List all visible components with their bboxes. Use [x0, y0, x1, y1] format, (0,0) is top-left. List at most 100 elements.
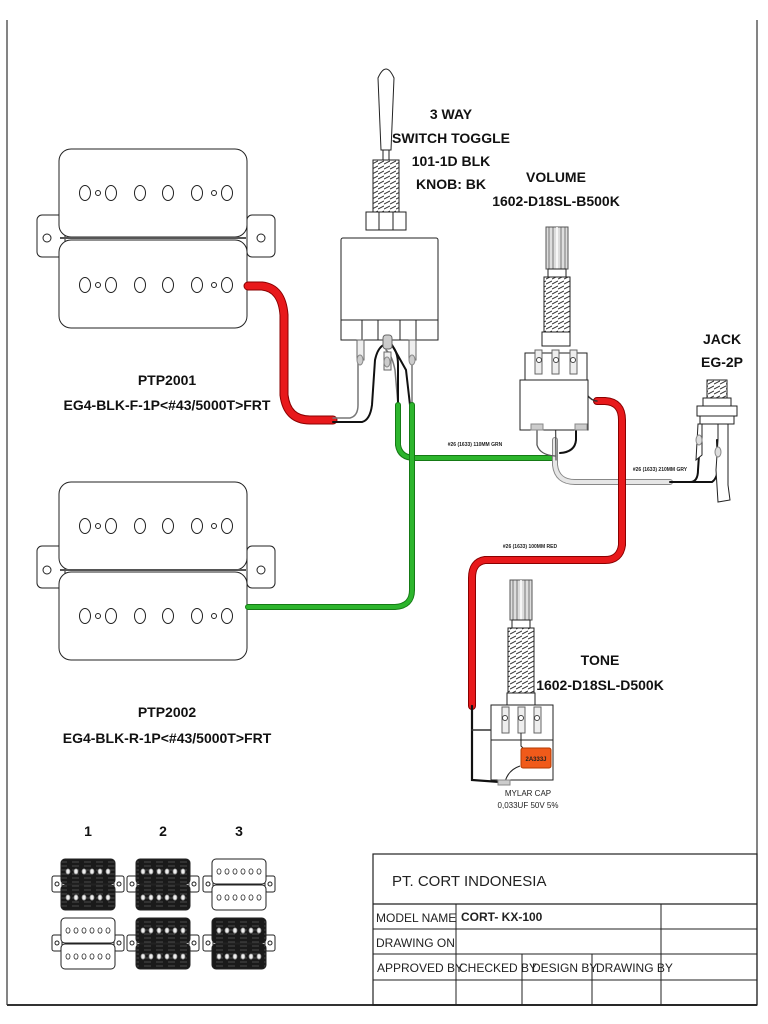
pole-piece — [221, 185, 233, 201]
black-bobbin — [135, 858, 191, 885]
switch-label-line-1: 3 WAY — [430, 106, 473, 122]
pole-piece — [134, 518, 146, 534]
white-bobbin — [211, 884, 267, 911]
mini-pole-piece — [89, 894, 95, 901]
title-block — [372, 853, 758, 1006]
black-bobbin — [135, 943, 191, 970]
mini-pole-piece — [216, 953, 222, 960]
mini-pole-piece — [248, 868, 254, 875]
mini-pole-piece — [140, 927, 146, 934]
mini-humbucker — [51, 858, 125, 911]
pole-piece — [191, 518, 203, 534]
mini-humbucker — [126, 858, 200, 911]
pole-piece — [191, 185, 203, 201]
mini-pole-piece — [232, 868, 238, 875]
black-bobbin — [135, 884, 191, 911]
pole-piece — [221, 518, 233, 534]
mini-pole-piece — [148, 868, 154, 875]
mini-pole-piece — [164, 868, 170, 875]
checked-by-label: CHECKED BY — [459, 961, 537, 975]
option-label-2: 2 — [159, 823, 167, 839]
mini-pole-piece — [216, 927, 222, 934]
volume-title: VOLUME — [526, 169, 586, 185]
black-bobbin — [211, 943, 267, 970]
mini-pole-piece — [81, 868, 87, 875]
mini-pole-piece — [65, 868, 71, 875]
mini-pole-piece — [248, 953, 254, 960]
drawing-on-label: DRAWING ON — [376, 936, 455, 950]
mini-pole-piece — [180, 927, 186, 934]
mini-pole-piece — [105, 894, 111, 901]
mini-pole-piece — [232, 927, 238, 934]
jack-part: EG-2P — [701, 354, 743, 370]
mini-pole-piece — [232, 894, 238, 901]
mini-pole-piece — [65, 894, 71, 901]
mini-pole-piece — [172, 868, 178, 875]
mini-pole-piece — [172, 927, 178, 934]
mini-pole-piece — [105, 953, 111, 960]
output-jack — [695, 379, 738, 503]
pole-piece — [134, 277, 146, 293]
mini-pole-piece — [73, 868, 79, 875]
red-wire-label: #26 (1633) 100MM RED — [503, 544, 558, 550]
pole-piece — [79, 185, 91, 201]
volume-part: 1602-D18SL-B500K — [492, 193, 620, 209]
mini-pole-piece — [240, 868, 246, 875]
mini-humbucker — [202, 917, 276, 970]
mini-pole-piece — [97, 868, 103, 875]
approved-by-label: APPROVED BY — [377, 961, 463, 975]
green-wire-label: #26 (1633) 110MM GRN — [448, 442, 503, 448]
white-bobbin — [60, 943, 116, 970]
pole-piece — [79, 518, 91, 534]
black-bobbin — [211, 917, 267, 944]
mini-pole-piece — [73, 927, 79, 934]
mini-humbucker — [126, 917, 200, 970]
switch-label-line-4: KNOB: BK — [416, 176, 486, 192]
black-bobbin — [135, 917, 191, 944]
mini-pole-piece — [256, 927, 262, 934]
mini-pole-piece — [81, 927, 87, 934]
mini-pole-piece — [232, 953, 238, 960]
mini-pole-piece — [156, 927, 162, 934]
neck-pickup — [36, 148, 276, 329]
mini-pole-piece — [224, 953, 230, 960]
mini-pole-piece — [224, 927, 230, 934]
tone-title: TONE — [581, 652, 620, 668]
pole-piece — [162, 277, 174, 293]
pole-piece — [105, 277, 117, 293]
mini-pole-piece — [248, 927, 254, 934]
mini-pole-piece — [172, 894, 178, 901]
mini-pole-piece — [216, 868, 222, 875]
mini-pole-piece — [224, 894, 230, 901]
mini-pole-piece — [81, 953, 87, 960]
pole-screw — [95, 613, 101, 619]
mini-pole-piece — [65, 927, 71, 934]
mini-pole-piece — [97, 927, 103, 934]
mini-pole-piece — [97, 894, 103, 901]
bridge-pickup — [36, 481, 276, 661]
mylar-capacitor: 2A333J — [520, 747, 552, 769]
mini-pole-piece — [148, 894, 154, 901]
color-options — [51, 858, 276, 970]
pole-piece — [191, 608, 203, 624]
mini-pole-piece — [89, 868, 95, 875]
black-bobbin — [60, 858, 116, 885]
pole-piece — [105, 608, 117, 624]
mini-pole-piece — [240, 927, 246, 934]
pole-piece — [79, 277, 91, 293]
mini-pole-piece — [172, 953, 178, 960]
neck-pickup-part: EG4-BLK-F-1P<#43/5000T>FRT — [64, 397, 271, 413]
bridge-pickup-model: PTP2002 — [138, 704, 197, 720]
design-by-label: DESIGN BY — [532, 961, 597, 975]
mini-humbucker — [202, 858, 276, 911]
mini-pole-piece — [164, 894, 170, 901]
mini-pole-piece — [89, 953, 95, 960]
capacitor-spec: 0,033UF 50V 5% — [498, 801, 559, 810]
mini-pole-piece — [73, 953, 79, 960]
switch-label-line-3: 101-1D BLK — [412, 153, 491, 169]
pole-piece — [221, 277, 233, 293]
mini-pole-piece — [180, 894, 186, 901]
mini-pole-piece — [180, 953, 186, 960]
mini-pole-piece — [164, 927, 170, 934]
